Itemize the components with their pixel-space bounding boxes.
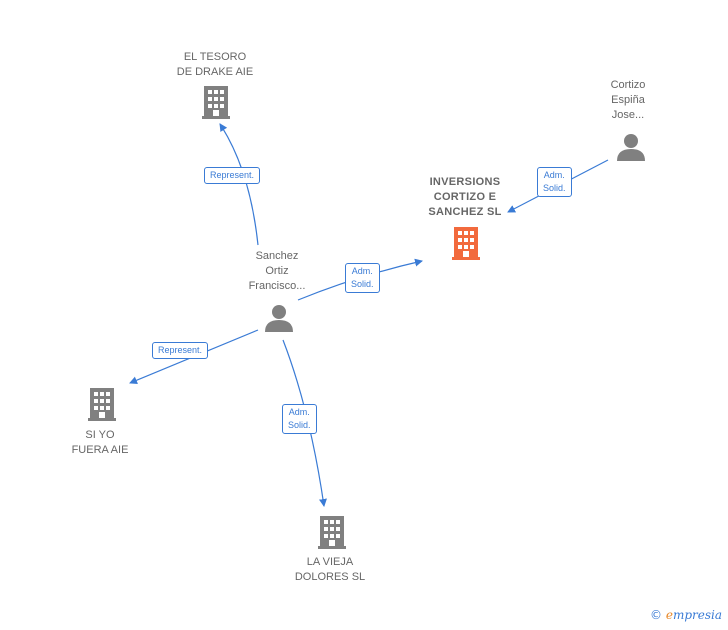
node-label-cortizo[interactable]: Cortizo Espiña Jose... <box>588 78 668 123</box>
edge-label-sanchez-tesoro[interactable]: Represent. <box>204 167 261 184</box>
node-label-inversions[interactable]: INVERSIONS CORTIZO E SANCHEZ SL <box>405 175 525 220</box>
building-icon[interactable] <box>318 516 346 549</box>
edge-label-sanchez-siyo[interactable]: Represent. <box>152 342 209 359</box>
edge-label-text: Adm. <box>351 266 373 276</box>
label-line: Ortiz <box>265 265 289 277</box>
edge-label-cortizo-inversions[interactable]: Adm. Solid. <box>537 167 572 197</box>
empresia-logo: © empresia <box>650 608 722 622</box>
edge-label-text: Solid. <box>288 420 311 430</box>
person-icon[interactable] <box>617 134 645 161</box>
edge-label-sanchez-vieja[interactable]: Adm. Solid. <box>282 404 317 434</box>
label-line: CORTIZO E <box>433 191 497 203</box>
label-line: Sanchez <box>255 250 299 262</box>
label-line: FUERA AIE <box>71 444 129 456</box>
label-line: INVERSIONS <box>429 176 501 188</box>
label-line: Francisco... <box>248 280 306 292</box>
edge-label-text: Represent. <box>210 170 255 180</box>
building-icon[interactable] <box>452 227 480 260</box>
brand-name: mpresia <box>672 608 722 622</box>
node-label-sanchez[interactable]: Sanchez Ortiz Francisco... <box>237 249 317 294</box>
label-line: Cortizo <box>610 79 646 91</box>
brand-initial: e <box>665 608 673 622</box>
label-line: EL TESORO <box>183 51 247 63</box>
node-label-si-yo[interactable]: SI YO FUERA AIE <box>50 428 150 458</box>
building-icon[interactable] <box>202 86 230 119</box>
label-line: DOLORES SL <box>294 571 366 583</box>
edge-label-sanchez-inversions[interactable]: Adm. Solid. <box>345 263 380 293</box>
edge-label-text: Solid. <box>543 183 566 193</box>
label-line: LA VIEJA <box>306 556 354 568</box>
edge-sanchez-tesoro <box>219 123 259 246</box>
edge-label-text: Represent. <box>158 345 203 355</box>
node-label-el-tesoro[interactable]: EL TESORO DE DRAKE AIE <box>155 50 275 80</box>
building-icon[interactable] <box>88 388 116 421</box>
edge-label-text: Adm. <box>543 170 565 180</box>
edge-label-text: Solid. <box>351 279 374 289</box>
label-line: Espiña <box>611 94 645 106</box>
label-line: SANCHEZ SL <box>428 206 502 218</box>
edge-label-text: Adm. <box>288 407 310 417</box>
label-line: SI YO <box>85 429 115 441</box>
label-line: DE DRAKE AIE <box>176 66 254 78</box>
person-icon[interactable] <box>265 305 293 332</box>
node-label-la-vieja[interactable]: LA VIEJA DOLORES SL <box>280 555 380 585</box>
copyright-symbol: © <box>650 608 662 622</box>
label-line: Jose... <box>611 109 645 121</box>
